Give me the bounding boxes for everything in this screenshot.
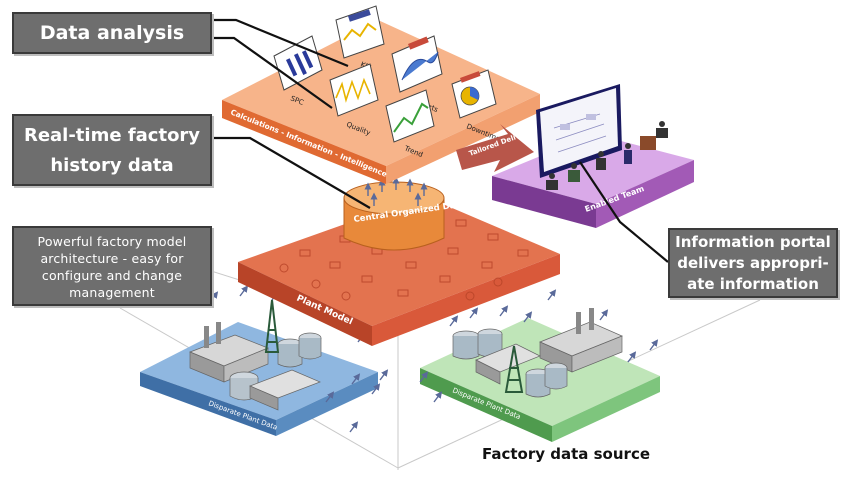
callout-portal-line-2: delivers appropri- — [677, 254, 829, 272]
callout-data-analysis-tools-text: Data analysis tools — [39, 22, 185, 82]
callout-history-line-1: Real-time factory — [23, 125, 201, 146]
callout-connectors — [212, 18, 669, 263]
callout-data-analysis-tools: Data analysis tools — [12, 12, 212, 82]
left-plant-buildings — [189, 299, 322, 411]
factory-data-source-caption: Factory data source — [482, 445, 651, 463]
callout-history-data: Real-time factory history data — [12, 114, 212, 186]
callout-model-line-1: Powerful factory model — [37, 234, 187, 249]
team-platform: Enabled Team — [492, 134, 694, 228]
callout-model-line-3: configure and change — [41, 268, 183, 283]
callout-history-line-2: history data — [50, 155, 174, 176]
database-up-arrows — [364, 176, 428, 206]
callout-information-portal: Information portal delivers appropri- at… — [668, 228, 838, 298]
right-plant-buildings — [452, 308, 623, 398]
team-people — [546, 121, 668, 190]
callout-portal-line-3: ate information — [687, 275, 819, 293]
left-plant-platform: Disparate Plant Data — [140, 322, 378, 436]
callout-model-line-4: management — [69, 285, 155, 300]
central-database: Central Organized Data — [343, 181, 466, 251]
callout-factory-model: Powerful factory model architecture - ea… — [12, 226, 212, 306]
plant-model-layer: Plant Model — [238, 196, 560, 346]
analysis-layer: Calculations - Information - Intelligenc… — [222, 20, 540, 184]
callout-portal-line-1: Information portal — [675, 233, 831, 251]
callout-model-line-2: architecture - easy for — [40, 251, 184, 266]
tool-card-quality: Quality — [329, 63, 379, 137]
